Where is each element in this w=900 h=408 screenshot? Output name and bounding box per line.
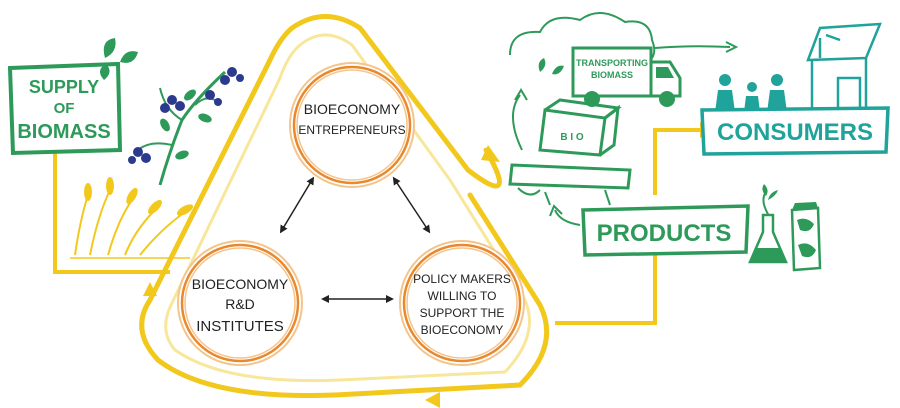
entrepreneurs-line2: ENTREPRENEURS: [298, 123, 405, 137]
house-icon: [806, 22, 882, 120]
cycle-arrowhead-bottom: [425, 392, 440, 408]
cycle-arrowhead-left: [143, 282, 157, 296]
crate-label: B I O: [560, 132, 584, 143]
flask-icon: [748, 184, 788, 264]
institutes-line1: BIOECONOMY: [192, 276, 289, 292]
circle-institutes: BIOECONOMY R&D INSTITUTES: [177, 240, 303, 366]
consumers-label: CONSUMERS: [717, 119, 873, 146]
institutes-line2: R&D: [225, 296, 255, 312]
consumers-box: CONSUMERS: [700, 106, 890, 156]
policy-line3: SUPPORT THE: [420, 306, 505, 320]
cloud-icon: [509, 12, 739, 66]
cycle-outer-loop: [139, 14, 550, 399]
arrow-entrepreneurs-policy: [392, 176, 431, 234]
wheat-icon: [70, 177, 194, 259]
products-label: PRODUCTS: [597, 220, 732, 247]
supply-line3: BIOMASS: [17, 121, 110, 143]
consumers-flow-line: [653, 128, 700, 195]
conveyor-icon: B I O: [508, 98, 632, 206]
policy-line4: BIOECONOMY: [421, 323, 504, 337]
cycle-arrowhead-right: [481, 145, 500, 162]
curved-arrow-up: [512, 94, 523, 151]
small-leaves-icon: [538, 58, 564, 75]
products-to-conveyor-arrow: [554, 209, 581, 226]
circle-policy: POLICY MAKERS WILLING TO SUPPORT THE BIO…: [399, 240, 525, 366]
blueberry-plant-icon: [128, 67, 244, 186]
supply-line1: SUPPLY: [29, 77, 99, 97]
supply-line2: OF: [54, 100, 75, 117]
supply-of-biomass-box: SUPPLY OF BIOMASS: [7, 61, 123, 156]
truck-icon: TRANSPORTING BIOMASS: [571, 46, 682, 107]
leaves-icon: [99, 38, 138, 80]
truck-line1: TRANSPORTING: [576, 58, 648, 68]
policy-line2: WILLING TO: [428, 289, 497, 303]
institutes-line3: INSTITUTES: [196, 318, 284, 335]
entrepreneurs-line1: BIOECONOMY: [304, 101, 401, 117]
arrow-entrepreneurs-institutes: [279, 176, 315, 234]
circle-connectors: [279, 176, 431, 303]
circle-entrepreneurs: BIOECONOMY ENTREPRENEURS: [289, 62, 415, 188]
policy-line1: POLICY MAKERS: [413, 272, 511, 286]
truck-line2: BIOMASS: [591, 70, 633, 80]
products-flow-line: [555, 248, 657, 325]
supply-flow-line: [53, 150, 170, 274]
carton-icon: [790, 202, 822, 272]
products-box: PRODUCTS: [581, 204, 750, 257]
